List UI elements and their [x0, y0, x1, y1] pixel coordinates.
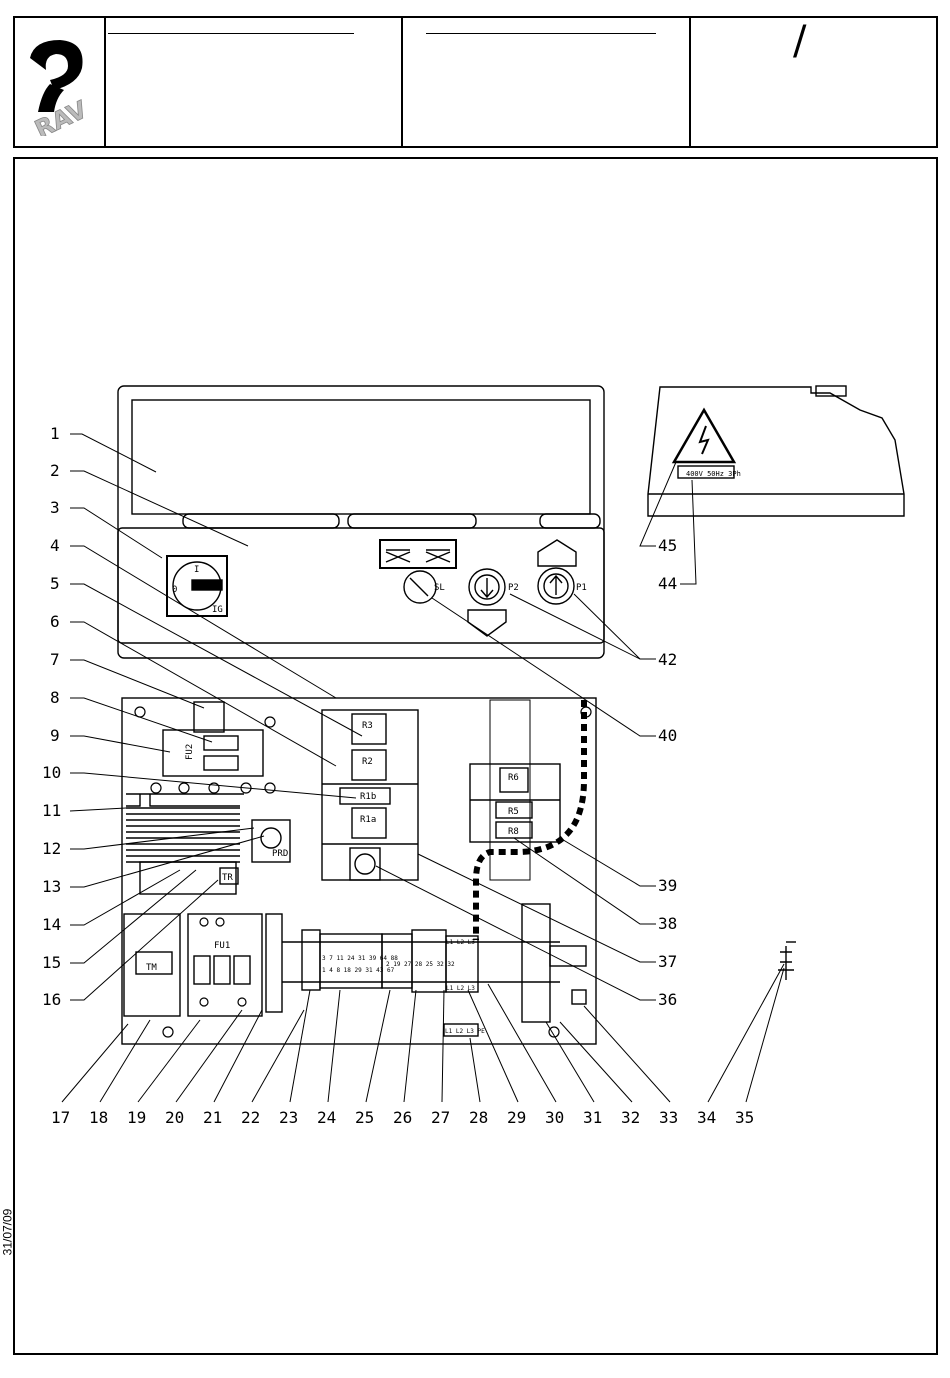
- callout-32: 32: [621, 1108, 640, 1127]
- callout-16: 16: [42, 990, 61, 1009]
- callout-23: 23: [279, 1108, 298, 1127]
- label-ig: IG: [212, 605, 223, 615]
- callout-36: 36: [658, 990, 677, 1009]
- callout-22: 22: [241, 1108, 260, 1127]
- callout-15: 15: [42, 953, 61, 972]
- fu2-holder: [163, 730, 263, 776]
- callout-34: 34: [697, 1108, 716, 1127]
- label-p2: P2: [508, 583, 519, 593]
- callout-3: 3: [50, 498, 60, 517]
- callout-6: 6: [50, 612, 60, 631]
- label-fu1: FU1: [214, 941, 230, 951]
- label-l-block-bottom: L1 L2 L3: [446, 985, 475, 992]
- label-r6: R6: [508, 773, 519, 783]
- callout-1: 1: [50, 424, 60, 443]
- label-prd: PRD: [272, 849, 288, 859]
- label-switch-on: I: [194, 565, 199, 575]
- callout-14: 14: [42, 915, 61, 934]
- callout-40: 40: [658, 726, 677, 745]
- component-7: [194, 702, 224, 732]
- fu2-fuse-b: [204, 756, 238, 770]
- callout-25: 25: [355, 1108, 374, 1127]
- fu1-holder: [188, 914, 262, 1016]
- callout-39: 39: [658, 876, 677, 895]
- label-r3: R3: [362, 721, 373, 731]
- label-sl: SL: [434, 583, 445, 593]
- label-l-block-top: L1 L2 L3: [446, 939, 475, 946]
- label-switch-off: 0: [172, 585, 177, 595]
- callout-33: 33: [659, 1108, 678, 1127]
- callout-27: 27: [431, 1108, 450, 1127]
- cover-connector: [816, 386, 846, 396]
- callout-31: 31: [583, 1108, 602, 1127]
- label-r1b: R1b: [360, 792, 376, 802]
- callout-30: 30: [545, 1108, 564, 1127]
- callout-35: 35: [735, 1108, 754, 1127]
- callout-5: 5: [50, 574, 60, 593]
- label-voltage: 400V 50Hz 3Ph: [686, 470, 741, 478]
- callout-10: 10: [42, 763, 61, 782]
- label-r2: R2: [362, 757, 373, 767]
- callout-17: 17: [51, 1108, 70, 1127]
- callout-4: 4: [50, 536, 60, 555]
- callout-20: 20: [165, 1108, 184, 1127]
- panel-lower-frame: [118, 528, 604, 643]
- terminal-23: [302, 930, 320, 990]
- cover-outline: [648, 387, 904, 516]
- part-34-35: [778, 946, 794, 980]
- warning-triangle: [674, 410, 734, 462]
- callout-42: 42: [658, 650, 677, 669]
- callout-7: 7: [50, 650, 60, 669]
- p2-guard: [468, 610, 506, 636]
- sl-lamp: [404, 571, 436, 603]
- callout-18: 18: [89, 1108, 108, 1127]
- panel-display-window: [132, 400, 590, 514]
- callout-13: 13: [42, 877, 61, 896]
- callout-9: 9: [50, 726, 60, 745]
- callout-11: 11: [42, 801, 61, 820]
- callout-21: 21: [203, 1108, 222, 1127]
- callout-37: 37: [658, 952, 677, 971]
- callout-24: 24: [317, 1108, 336, 1127]
- callout-8: 8: [50, 688, 60, 707]
- fu2-fuse-a: [204, 736, 238, 750]
- callout-12: 12: [42, 839, 61, 858]
- label-r8: R8: [508, 827, 519, 837]
- callout-2: 2: [50, 461, 60, 480]
- callout-29: 29: [507, 1108, 526, 1127]
- label-r1a: R1a: [360, 815, 376, 825]
- callout-19: 19: [127, 1108, 146, 1127]
- label-pe-block: L1 L2 L3 PE: [445, 1028, 485, 1035]
- p1-guard: [538, 540, 576, 566]
- control-panel-outline: [118, 386, 604, 658]
- label-fu2: FU2: [185, 744, 195, 760]
- callout-38: 38: [658, 914, 677, 933]
- label-terminals-bottom: 1 4 8 18 29 31 43 67: [322, 967, 395, 974]
- callout-44: 44: [658, 574, 677, 593]
- component-21: [266, 914, 282, 1012]
- label-tm: TM: [146, 963, 157, 973]
- main-switch-handle: [192, 580, 222, 590]
- label-tr: TR: [222, 873, 233, 883]
- callout-45: 45: [658, 536, 677, 555]
- callout-28: 28: [469, 1108, 488, 1127]
- heatsink: [126, 808, 240, 862]
- callout-26: 26: [393, 1108, 412, 1127]
- component-30: [522, 904, 550, 1022]
- label-r5: R5: [508, 807, 519, 817]
- label-terminals-mid: 2 19 27 28 25 32 32: [386, 961, 455, 968]
- label-p1: P1: [576, 583, 587, 593]
